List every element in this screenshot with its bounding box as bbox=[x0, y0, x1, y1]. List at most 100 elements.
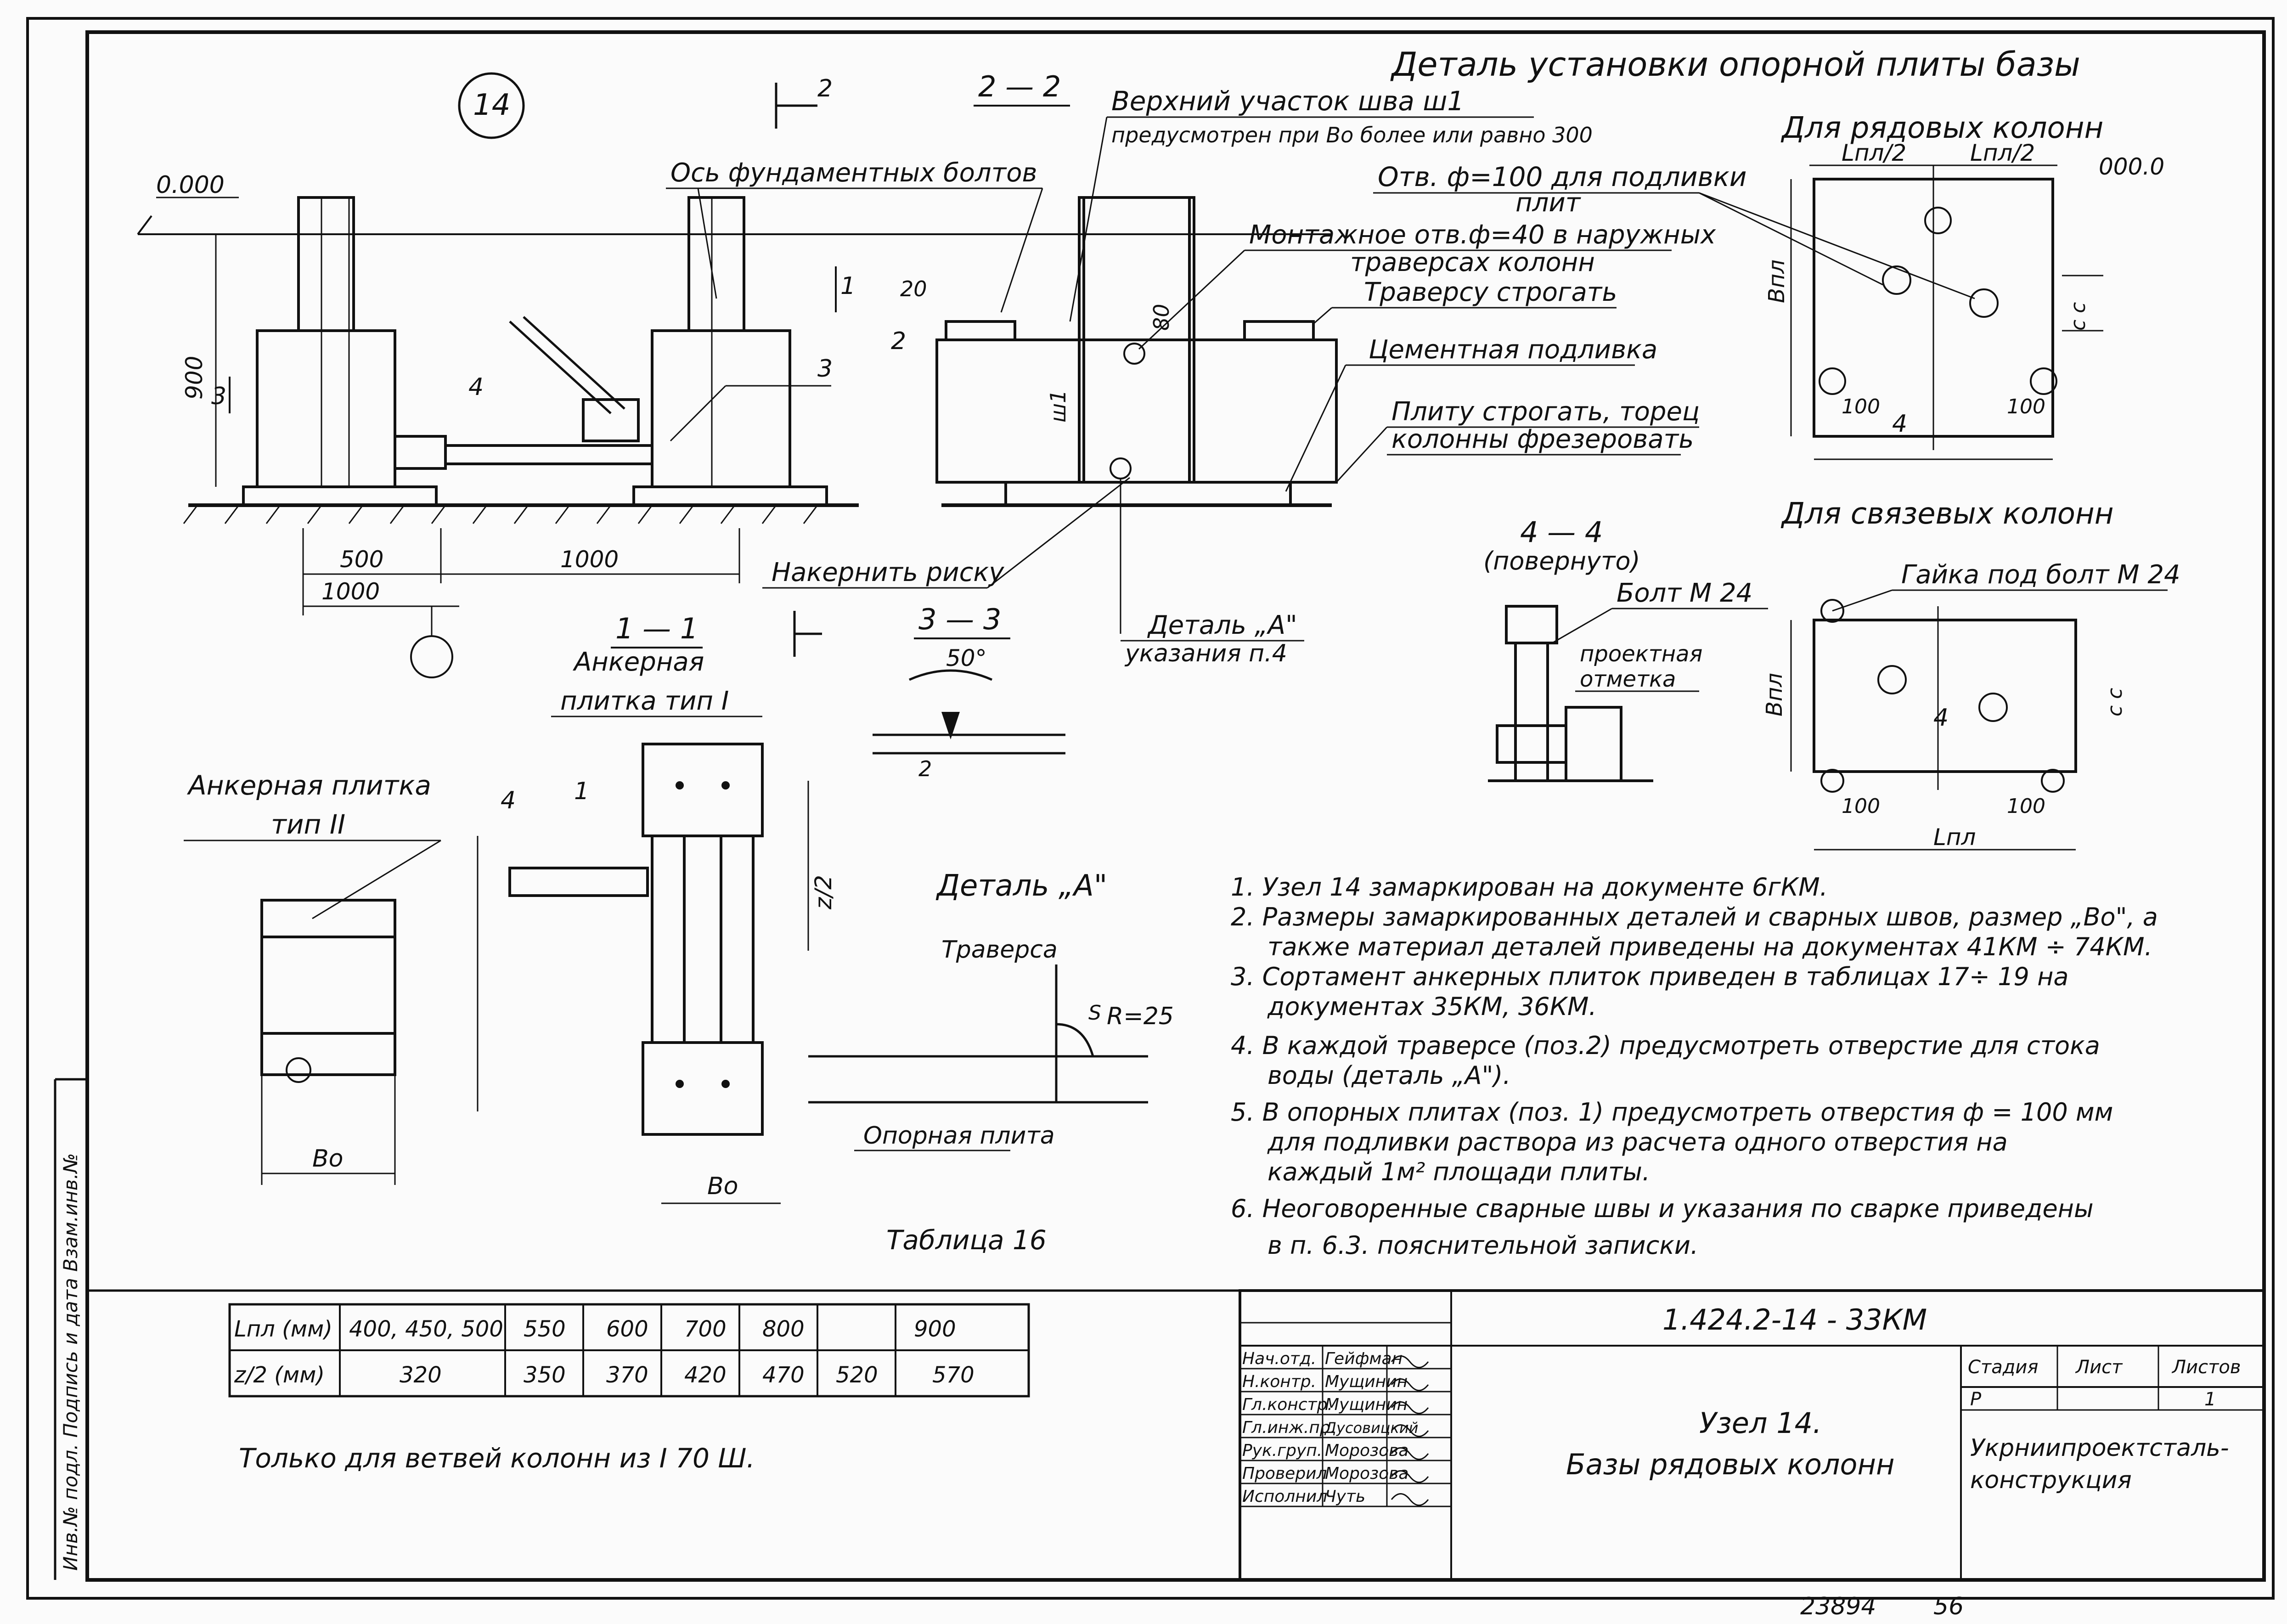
plan-row-columns: Деталь установки опорной плиты базы Для … bbox=[1373, 45, 2164, 460]
table-16-cell-r2c7: 570 bbox=[932, 1362, 975, 1388]
cut-mark-2-top: 2 bbox=[817, 75, 833, 102]
inner-frame bbox=[85, 30, 2266, 1582]
dim-100-d: 100 bbox=[2007, 795, 2045, 818]
table-16-cell-r2c3: 370 bbox=[606, 1362, 648, 1388]
detail-a-title: Деталь „А" bbox=[935, 869, 1107, 903]
dim-lpl2-b: Lпл/2 bbox=[1970, 140, 2035, 166]
left-margin-strip: Инв.№ подл. Подпись и дата Взам.инв.№ bbox=[54, 1078, 87, 1580]
cement-callout: Цементная подливка bbox=[1369, 335, 1657, 365]
stamp-name-1: Гейфман bbox=[1325, 1349, 1403, 1368]
stamp-name-5: Морозова bbox=[1325, 1441, 1408, 1460]
dim-z2: z/2 bbox=[810, 875, 837, 910]
note-line-11: 6. Неоговоренные сварные швы и указания … bbox=[1231, 1194, 2094, 1223]
dim-lpl: Lпл bbox=[1933, 824, 1976, 851]
table-16-cell-r2c4: 420 bbox=[684, 1362, 727, 1388]
cut-mark-1: 1 bbox=[840, 272, 856, 300]
stamp-name-6: Морозова bbox=[1325, 1464, 1408, 1483]
section-2-2-title: 2 — 2 bbox=[978, 70, 1061, 103]
anchor-plate-type2: Анкерная плитка тип II Во bbox=[184, 770, 441, 1185]
traverse-callout: Траверса bbox=[941, 936, 1058, 964]
stamp-title-1: Узел 14. bbox=[1699, 1406, 1822, 1440]
ground-hatch-left bbox=[183, 505, 818, 524]
support-plate-callout: Опорная плита bbox=[863, 1122, 1055, 1150]
anchor-type1-callout: Анкерная bbox=[573, 647, 704, 677]
pos-4-plan: 4 bbox=[1892, 410, 1907, 438]
table-16-cell-r1c2: 550 bbox=[524, 1316, 566, 1342]
outer-frame bbox=[26, 17, 2275, 1600]
stamp-role-6: Проверил bbox=[1242, 1464, 1327, 1483]
anchor-type2-callout: Анкерная плитка bbox=[186, 770, 431, 801]
table-16-cell-r2c5: 470 bbox=[762, 1362, 805, 1388]
note-line-7: воды (деталь „А"). bbox=[1267, 1061, 1511, 1090]
table-16: Таблица 16 Lпл (мм) z/2 (мм) 400, 450, 5… bbox=[87, 1224, 1240, 1474]
dim-bpl: Впл bbox=[1764, 259, 1790, 303]
section-2-2: 2 — 2 20 80 2 ш1 Верхний участок шва ш1 … bbox=[762, 70, 1716, 667]
stamp-role-4: Гл.инж.пр. bbox=[1242, 1418, 1335, 1437]
stamp-organization-2: конструкция bbox=[1970, 1466, 2132, 1494]
dim-100-a: 100 bbox=[1842, 395, 1880, 418]
anchor-type1-callout-2: плитка тип I bbox=[560, 686, 729, 716]
section-4-4-note: (повернуто) bbox=[1483, 547, 1640, 575]
dim-cc: с с bbox=[2067, 302, 2090, 331]
stamp-title-2: Базы рядовых колонн bbox=[1566, 1448, 1895, 1481]
dim-2: 2 bbox=[918, 756, 932, 781]
table-16-cell-r1c4: 700 bbox=[684, 1316, 727, 1342]
pos-1-section: 1 bbox=[574, 778, 589, 805]
table-16-cell-r2c6: 520 bbox=[836, 1362, 878, 1388]
pos-2-label: 2 bbox=[891, 327, 906, 355]
anchor-type2-callout-2: тип II bbox=[271, 809, 345, 840]
traverse-plane-callout: Траверсу строгать bbox=[1364, 277, 1617, 307]
stamp-stage: Р bbox=[1970, 1389, 1982, 1410]
dim-bo-2: Во bbox=[707, 1173, 738, 1200]
axis-bolts-callout: Ось фундаментных болтов bbox=[670, 158, 1037, 188]
stamp-people: Нач.отд. Гейфман Н.контр. Мущинин Гл.кон… bbox=[1240, 1346, 1451, 1507]
table-16-title: Таблица 16 bbox=[886, 1224, 1047, 1256]
weld-sh1-label: ш1 bbox=[1046, 390, 1070, 423]
detail-a: Деталь „А" R=25 S bbox=[808, 869, 1174, 1104]
design-level-callout-2: отметка bbox=[1580, 666, 1676, 692]
stamp-role-7: Исполнил bbox=[1242, 1487, 1327, 1506]
section-4-4: 4 — 4 (повернуто) Болт М 24 проектная от… bbox=[1483, 515, 1768, 782]
stamp-name-4: Дусовицкий bbox=[1324, 1419, 1418, 1437]
pos-4-tie: 4 bbox=[1933, 704, 1949, 732]
archive-page: 56 bbox=[1933, 1593, 1964, 1620]
table-16-row2-label: z/2 (мм) bbox=[234, 1362, 325, 1388]
table-16-cell-r1c1: 400, 450, 500 bbox=[349, 1316, 503, 1342]
table-16-row1-label: Lпл (мм) bbox=[234, 1316, 332, 1342]
stamp-stage-header: Стадия bbox=[1968, 1357, 2038, 1378]
pos-4-section: 4 bbox=[501, 787, 516, 814]
stamp-sheets: 1 bbox=[2204, 1389, 2216, 1410]
table-16-footnote: Только для ветвей колонн из I 70 Ш. bbox=[239, 1443, 755, 1474]
dim-500: 500 bbox=[340, 546, 383, 573]
plate-plane-callout-2: колонны фрезеровать bbox=[1391, 424, 1694, 454]
signature-marks bbox=[1391, 1355, 1429, 1506]
stamp-role-1: Нач.отд. bbox=[1242, 1349, 1316, 1368]
section-3-3: 3 — 3 50° 2 bbox=[873, 603, 1065, 781]
note-line-2: 2. Размеры замаркированных деталей и сва… bbox=[1231, 902, 2158, 931]
nut-callout: Гайка под болт М 24 bbox=[1901, 560, 2180, 590]
stamp-organization: Укрниипроектсталь- bbox=[1970, 1434, 2229, 1462]
archive-number: 23894 bbox=[1800, 1593, 1876, 1620]
general-notes: 1. Узел 14 замаркирован на документе 6гК… bbox=[1231, 873, 2158, 1260]
note-line-5: документах 35КМ, 36КМ. bbox=[1267, 992, 1597, 1021]
note-line-10: каждый 1м² площади плиты. bbox=[1267, 1157, 1650, 1186]
note-line-1: 1. Узел 14 замаркирован на документе 6гК… bbox=[1231, 873, 1828, 902]
plan-tie-columns: Для связевых колонн Гайка под болт М 24 … bbox=[1762, 497, 2180, 851]
note-line-4: 3. Сортамент анкерных плиток приведен в … bbox=[1231, 962, 2068, 991]
mount-hole-callout-2: траверсах колонн bbox=[1350, 248, 1595, 277]
section-3-3-title: 3 — 3 bbox=[918, 603, 1001, 636]
zero-level-label: 0.000 bbox=[156, 171, 225, 199]
dim-900: 900 bbox=[181, 356, 208, 400]
margin-caption: Инв.№ подл. Подпись и дата Взам.инв.№ bbox=[59, 1153, 82, 1571]
stamp-name-7: Чуть bbox=[1325, 1487, 1365, 1506]
design-level-callout: проектная bbox=[1580, 641, 1702, 667]
section-1-1-title: 1 — 1 bbox=[615, 612, 698, 645]
r25-label: R=25 bbox=[1107, 1003, 1174, 1030]
dim-bo-1: Во bbox=[312, 1145, 344, 1173]
note-line-9: для подливки раствора из расчета одного … bbox=[1267, 1128, 2008, 1156]
drawing-title: Деталь установки опорной плиты базы bbox=[1390, 45, 2080, 84]
dim-1000-a: 1000 bbox=[560, 546, 619, 573]
zero-level-right: 000.0 bbox=[2099, 153, 2164, 180]
scribe-callout: Накернить риску bbox=[772, 558, 1004, 587]
plate-plane-callout: Плиту строгать, торец bbox=[1391, 397, 1700, 427]
